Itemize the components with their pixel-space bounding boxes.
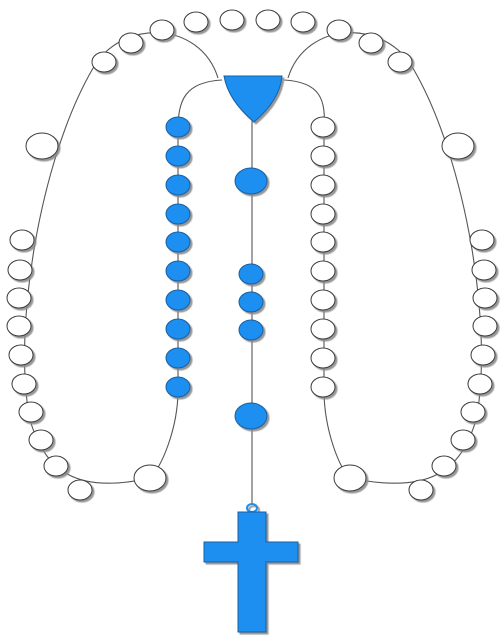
white-bead — [11, 373, 37, 395]
white-bead — [67, 479, 93, 501]
white-bead — [472, 315, 498, 337]
white-bead — [358, 32, 384, 54]
cross-icon — [203, 503, 299, 633]
large-blue-bead — [234, 402, 268, 430]
blue-bead — [238, 263, 264, 285]
white-bead — [255, 9, 281, 31]
white-bead — [91, 51, 117, 73]
large-white-bead — [25, 132, 59, 160]
blue-bead — [165, 145, 191, 167]
blue-bead — [165, 318, 191, 340]
triangle-medallion-icon — [223, 75, 283, 123]
blue-bead — [165, 376, 191, 398]
blue-bead — [238, 291, 264, 313]
large-white-bead — [333, 464, 367, 492]
white-bead — [43, 455, 69, 477]
white-bead — [149, 19, 175, 41]
blue-bead — [165, 203, 191, 225]
white-bead — [310, 145, 336, 167]
white-bead — [460, 401, 486, 423]
white-bead — [6, 315, 32, 337]
white-bead — [183, 11, 209, 33]
white-bead — [6, 287, 32, 309]
blue-bead — [238, 319, 264, 341]
blue-bead — [165, 260, 191, 282]
blue-bead — [165, 174, 191, 196]
blue-beads — [165, 116, 268, 430]
white-bead — [219, 9, 245, 31]
white-bead — [310, 231, 336, 253]
large-white-bead — [441, 132, 475, 160]
white-bead — [118, 32, 144, 54]
white-bead — [310, 347, 336, 369]
white-bead — [431, 455, 457, 477]
white-bead — [310, 260, 336, 282]
white-bead — [290, 11, 316, 33]
white-bead — [387, 51, 413, 73]
large-white-bead — [133, 464, 167, 492]
blue-bead — [165, 116, 191, 138]
large-blue-bead — [234, 167, 268, 195]
white-bead — [408, 479, 434, 501]
white-bead — [310, 289, 336, 311]
white-bead — [326, 19, 352, 41]
white-bead — [310, 318, 336, 340]
blue-bead — [165, 231, 191, 253]
cross-shape — [203, 511, 299, 633]
blue-bead — [165, 347, 191, 369]
white-bead — [310, 174, 336, 196]
white-bead — [310, 203, 336, 225]
white-bead — [9, 229, 35, 251]
white-bead — [28, 429, 54, 451]
white-bead — [471, 259, 497, 281]
white-bead — [469, 229, 495, 251]
inner-loop-string — [149, 79, 351, 479]
white-bead — [310, 116, 336, 138]
white-bead — [7, 259, 33, 281]
white-bead — [18, 401, 44, 423]
white-bead — [467, 373, 493, 395]
white-bead — [470, 344, 496, 366]
blue-bead — [165, 289, 191, 311]
white-bead — [310, 376, 336, 398]
white-beads — [6, 9, 498, 501]
white-bead — [450, 429, 476, 451]
white-bead — [8, 344, 34, 366]
cross-loop — [246, 503, 258, 513]
white-bead — [472, 287, 498, 309]
